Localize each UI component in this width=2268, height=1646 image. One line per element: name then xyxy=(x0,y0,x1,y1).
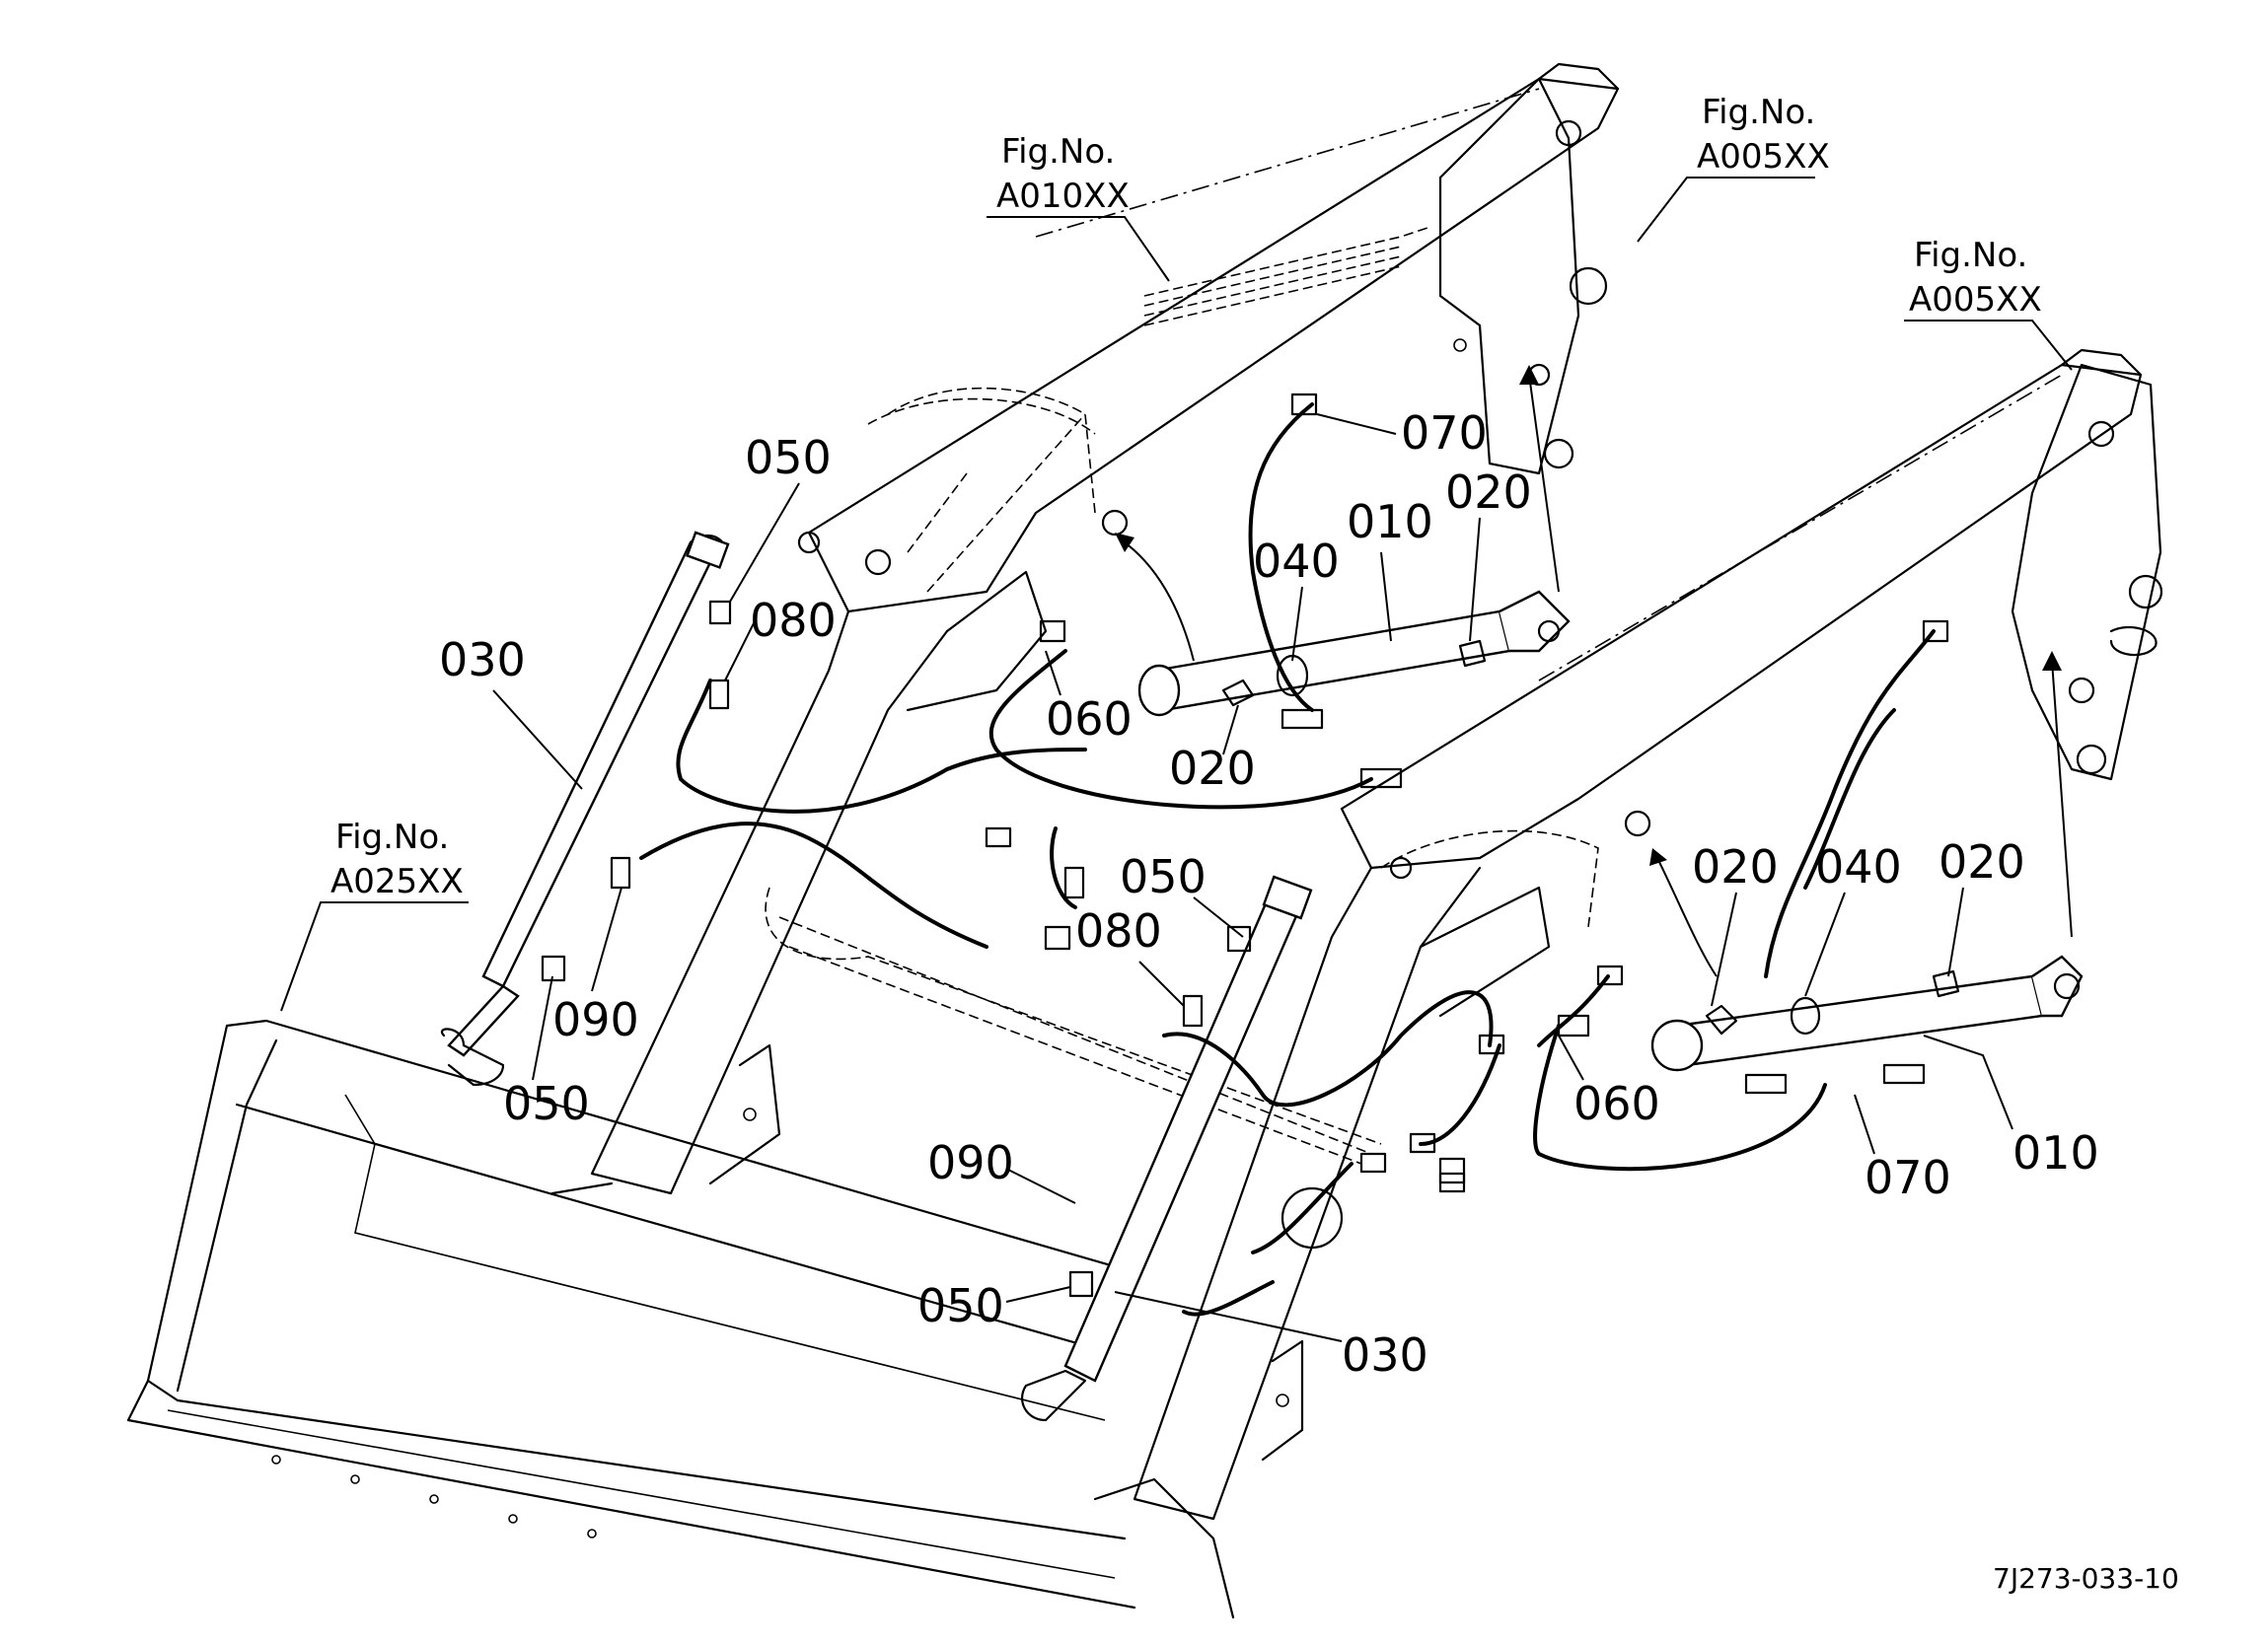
callout-020: 020 xyxy=(1445,465,1532,519)
callout-010: 010 xyxy=(2012,1126,2099,1180)
fig-ref-number: A010XX xyxy=(996,177,1130,216)
callout-050: 050 xyxy=(745,431,832,484)
callout-060: 060 xyxy=(1573,1077,1660,1130)
left-boom-cylinder xyxy=(440,531,732,1087)
hydraulic-hoses xyxy=(639,402,1936,1317)
fig-ref-a025xx: Fig.No. A025XX xyxy=(280,818,469,1012)
fig-ref-a010xx: Fig.No. A010XX xyxy=(987,132,1170,282)
callout-020: 020 xyxy=(1939,835,2025,889)
callout-050: 050 xyxy=(917,1279,1004,1332)
bucket xyxy=(126,1019,1304,1619)
fig-ref-number: A005XX xyxy=(1909,280,2042,320)
callouts: 050 080 030 070 010 020 040 060 020 090 … xyxy=(439,406,2099,1382)
left-boom-arm xyxy=(550,62,1620,1195)
callout-010: 010 xyxy=(1347,495,1433,548)
right-boom-arm xyxy=(1133,348,2143,1521)
callout-090: 090 xyxy=(552,993,639,1046)
callout-030: 030 xyxy=(1342,1328,1428,1382)
fig-ref-number: A005XX xyxy=(1697,137,1830,177)
callout-080: 080 xyxy=(1075,904,1162,958)
callout-040: 040 xyxy=(1815,840,1902,894)
left-mount-plate xyxy=(1438,77,1608,475)
callout-030: 030 xyxy=(439,633,526,686)
callout-050: 050 xyxy=(503,1077,590,1130)
callout-040: 040 xyxy=(1253,535,1340,588)
callout-070: 070 xyxy=(1401,406,1488,460)
callout-020: 020 xyxy=(1692,840,1779,894)
upper-hydraulic-cylinder xyxy=(1137,590,1571,717)
fig-ref-number: A025XX xyxy=(330,862,464,901)
callout-020: 020 xyxy=(1169,742,1256,795)
callout-050: 050 xyxy=(1120,850,1207,903)
left-bucket-cylinder xyxy=(1020,875,1313,1422)
fig-ref-a005xx-top: Fig.No. A005XX xyxy=(1637,93,1830,243)
fig-ref-label: Fig.No. xyxy=(1914,236,2027,275)
assembly-arrows xyxy=(1115,365,2073,977)
callout-070: 070 xyxy=(1865,1151,1951,1204)
fig-ref-label: Fig.No. xyxy=(1702,93,1815,132)
fig-ref-label: Fig.No. xyxy=(335,818,449,857)
callout-090: 090 xyxy=(927,1136,1014,1189)
lower-hydraulic-cylinder xyxy=(1650,955,2084,1072)
fig-ref-a005xx-right: Fig.No. A005XX xyxy=(1904,236,2073,371)
fig-ref-label: Fig.No. xyxy=(1001,132,1115,172)
drawing-code: 7J273-033-10 xyxy=(1993,1562,2179,1595)
hose-fittings xyxy=(610,393,1949,1193)
callout-080: 080 xyxy=(750,594,837,647)
callout-060: 060 xyxy=(1046,692,1133,746)
right-mount-plate xyxy=(2011,363,2163,781)
